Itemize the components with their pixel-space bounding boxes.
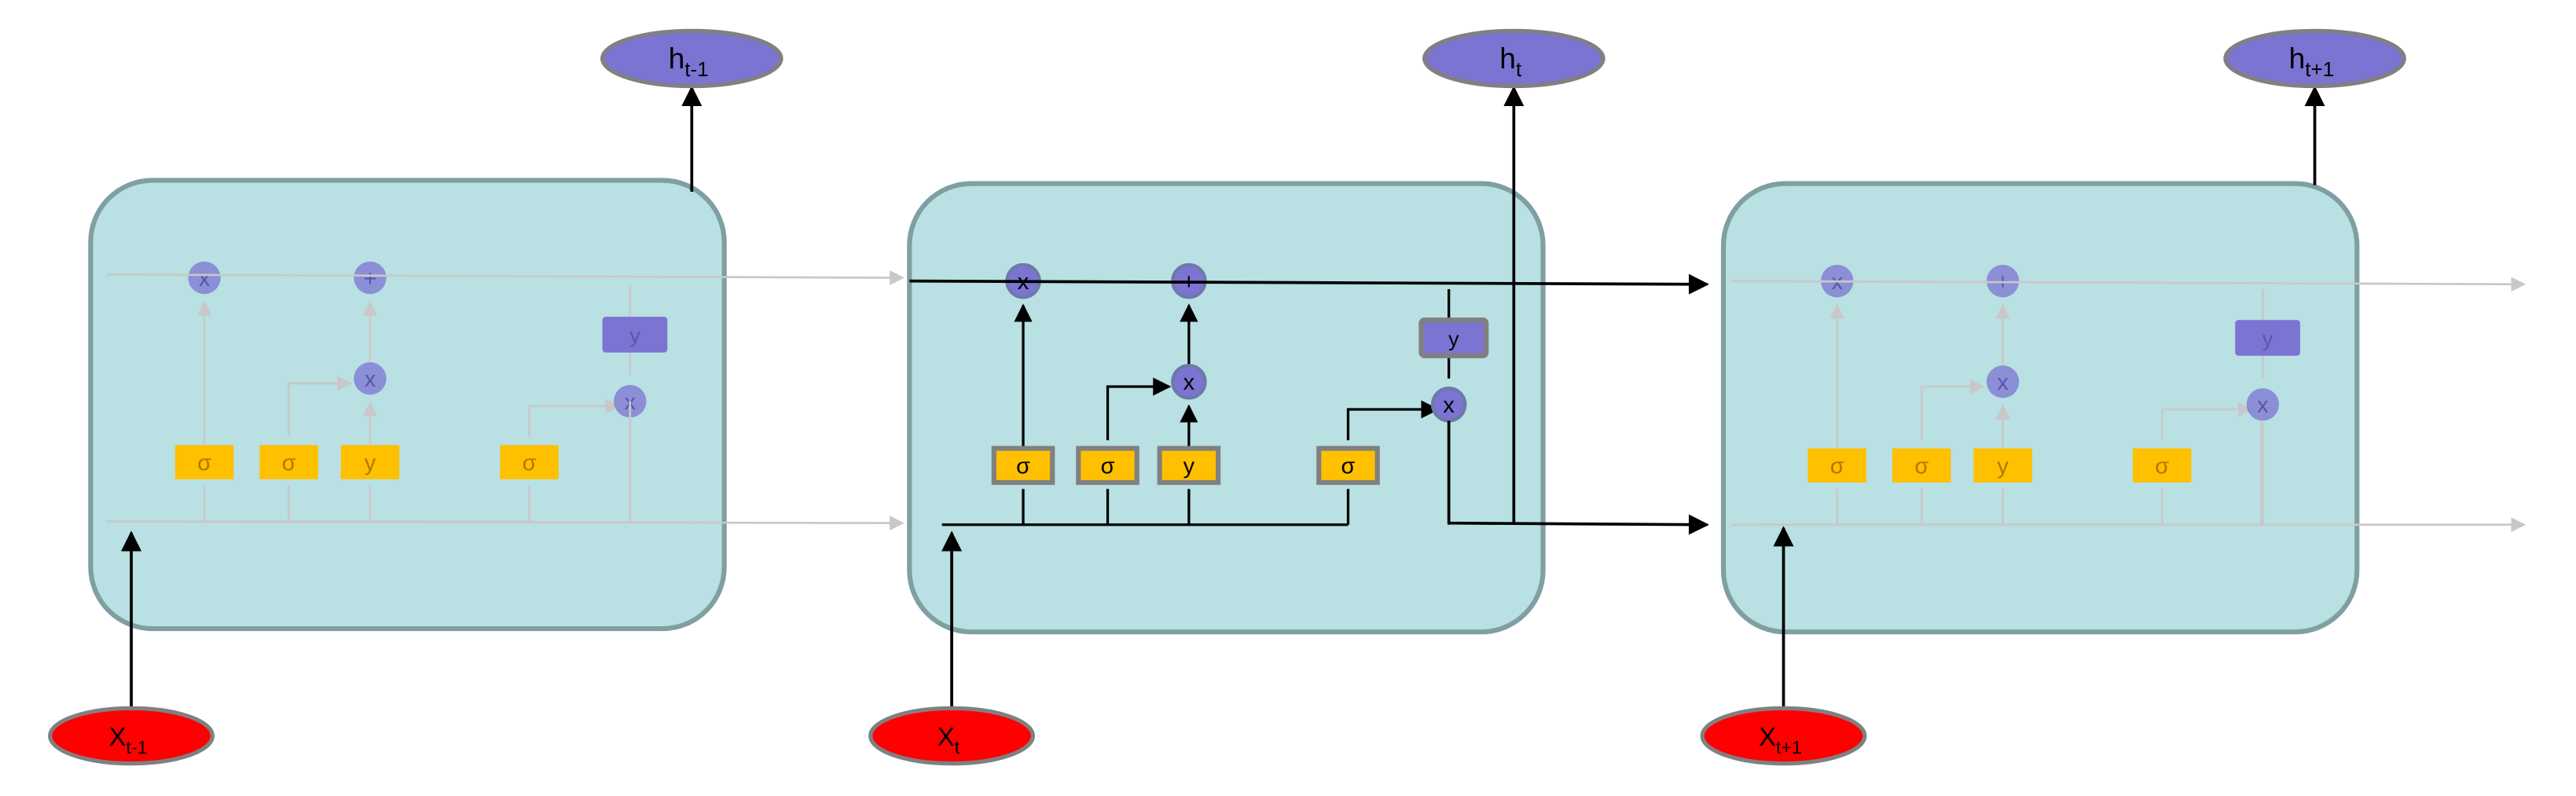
gate-sigma-label: σ [1341, 454, 1356, 479]
output-h-2-base: h [2289, 42, 2306, 75]
output-tanh-label: y [2262, 327, 2273, 350]
output-h-0-base: h [669, 42, 685, 75]
output-tanh-label: y [1448, 327, 1459, 350]
output-gate-connector [1346, 400, 1440, 441]
gate-sigma-box-1 [1892, 448, 1951, 483]
output-h-2 [2223, 28, 2406, 89]
gate-sigma-box-0 [991, 446, 1055, 486]
gate-sigma-label: σ [1101, 454, 1115, 479]
output-tanh-label: y [629, 324, 640, 347]
input-multiply-node-label: x [365, 367, 376, 392]
input-gate-connector [1920, 379, 1985, 441]
forget-multiply-node [188, 261, 221, 295]
gate-tanh-label: y [365, 450, 376, 475]
gate-sigma-box-1 [1076, 446, 1139, 486]
hidden-flow-prev [107, 515, 905, 531]
gate-sigma-label: σ [197, 450, 211, 475]
gate-tanh-label: y [1997, 454, 2009, 479]
gate-sigma-label: σ [2155, 454, 2169, 479]
gate-sigma-box-3 [1316, 446, 1380, 486]
output-tanh-box [602, 317, 668, 353]
add-node [1986, 264, 2020, 298]
input-x-1-base: X [938, 723, 955, 752]
output-multiply-node-label: x [1443, 393, 1455, 418]
cell-state-flow-prev [107, 270, 905, 285]
input-x-2-base: X [1759, 723, 1776, 752]
gate-sigma-box-3 [2133, 448, 2192, 483]
cell-state-flow-current [909, 273, 1709, 295]
cell-box [88, 178, 727, 632]
gate-tanh-label: y [1183, 454, 1195, 479]
gate-sigma-label: σ [1914, 454, 1928, 479]
input-gate-connector [288, 376, 353, 438]
output-multiply-node [2246, 388, 2280, 421]
output-h-2-subscript: t+1 [2305, 57, 2334, 81]
output-h-1 [1422, 28, 1605, 89]
gate-sigma-label: σ [282, 450, 296, 475]
output-h-1-label: ht [1499, 42, 1522, 81]
input-x-0-label: Xt-1 [108, 723, 147, 757]
input-x-2 [1700, 706, 1867, 766]
gate-sigma-box-1 [259, 445, 318, 479]
output-tanh-box [2235, 320, 2300, 356]
output-h-0-label: ht-1 [669, 42, 709, 81]
cell-box [1720, 181, 2360, 635]
gate-tanh-box-2 [1973, 448, 2032, 483]
input-x-2-label: Xt+1 [1759, 723, 1802, 757]
input-x-2-subscript: t+1 [1776, 737, 1802, 757]
output-multiply-node-label: x [2257, 393, 2269, 418]
hidden-flow-current [1448, 514, 1709, 535]
forget-multiply-node-label: x [199, 266, 211, 292]
cell-box [907, 181, 1546, 635]
gate-sigma-box-0 [1807, 448, 1866, 483]
input-multiply-node [1986, 365, 2020, 398]
output-h-1-base: h [1499, 42, 1516, 75]
add-node [354, 261, 387, 295]
gate-sigma-box-0 [174, 445, 234, 479]
input-x-1-label: Xt [938, 723, 960, 757]
gate-tanh-box-2 [1157, 446, 1221, 486]
output-tanh-box [1418, 317, 1489, 358]
output-h-0-subscript: t-1 [684, 57, 708, 81]
input-x-0-subscript: t-1 [126, 737, 147, 757]
input-x-1 [868, 706, 1036, 766]
input-x-1-subscript: t [955, 737, 960, 757]
output-h-0 [600, 28, 783, 89]
gate-tanh-box-2 [340, 445, 400, 479]
output-gate-connector [2160, 402, 2253, 441]
input-gate-connector [1106, 377, 1172, 441]
input-x-0-base: X [108, 723, 126, 752]
gate-sigma-label: σ [523, 450, 537, 475]
gate-sigma-label: σ [1830, 454, 1844, 479]
input-multiply-node-label: x [1997, 370, 2009, 395]
input-x-0 [48, 706, 215, 766]
gate-sigma-label: σ [1016, 454, 1030, 479]
output-gate-connector [528, 398, 621, 438]
input-multiply-node [354, 362, 387, 395]
gate-sigma-box-3 [500, 445, 559, 479]
add-node-label: + [363, 266, 376, 292]
cell-state-flow-next [1731, 277, 2526, 292]
input-multiply-node [1171, 364, 1207, 400]
input-multiply-node-label: x [1183, 370, 1195, 395]
output-h-1-subscript: t [1516, 57, 1522, 81]
output-h-2-label: ht+1 [2289, 42, 2335, 81]
